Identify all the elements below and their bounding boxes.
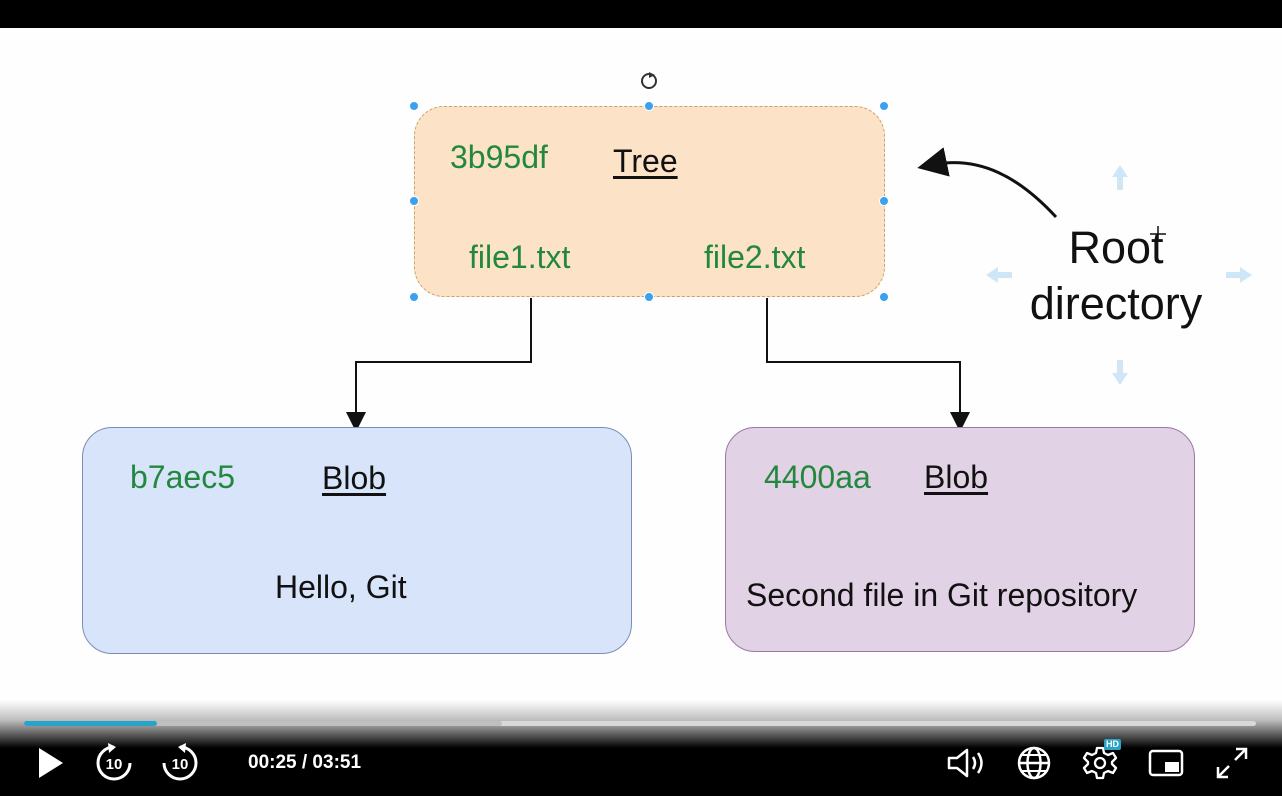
forward-10-label: 10: [172, 756, 189, 773]
tree-node[interactable]: [414, 106, 885, 297]
play-button[interactable]: [32, 744, 68, 782]
fullscreen-icon: [1216, 747, 1248, 779]
progress-bar[interactable]: [24, 721, 1256, 726]
time-display: 00:25 / 03:51: [248, 752, 362, 773]
rewind-10-label: 10: [106, 756, 123, 773]
selection-handle-left[interactable]: [409, 196, 419, 206]
play-icon: [39, 748, 63, 778]
selection-handle-bottom-right[interactable]: [879, 292, 889, 302]
blob2-hash: 4400aa: [764, 459, 871, 495]
connector-tree-to-blob2: [766, 298, 970, 432]
settings-gear-icon: [1082, 746, 1118, 780]
volume-button[interactable]: [944, 744, 990, 782]
progress-played: [24, 721, 158, 726]
tree-file1: file1.txt: [469, 239, 571, 275]
hd-badge: HD: [1104, 739, 1121, 750]
forward-10-icon: 10: [162, 743, 198, 781]
volume-icon: [947, 748, 983, 778]
selection-handle-top-left[interactable]: [409, 101, 419, 111]
rewind-10-icon: 10: [96, 743, 132, 781]
picture-in-picture-icon: [1148, 749, 1184, 777]
picture-in-picture-button[interactable]: [1146, 744, 1186, 782]
blob1-node[interactable]: [82, 427, 632, 654]
top-letterbox-bar: [0, 0, 1282, 28]
root-label-line2: directory: [1029, 278, 1203, 330]
selection-handle-top[interactable]: [644, 101, 654, 111]
player-controls-overlay: [0, 700, 1282, 796]
rotate-handle-icon: [641, 72, 657, 89]
selection-handle-bottom-left[interactable]: [409, 292, 419, 302]
blob2-kind-label: Blob: [924, 459, 989, 495]
settings-button[interactable]: [1080, 744, 1120, 782]
connector-tree-to-blob1: [346, 298, 532, 432]
selection-handle-top-right[interactable]: [879, 101, 889, 111]
blob2-content: Second file in Git repository: [746, 577, 1138, 613]
blob1-kind-label: Blob: [322, 460, 387, 496]
root-directory-label[interactable]: Root directory: [1016, 220, 1216, 333]
language-button[interactable]: [1014, 744, 1054, 782]
diagram-canvas: 3b95df Tree file1.txt file2.txt b7aec5 B…: [0, 28, 1282, 748]
selection-handle-right[interactable]: [879, 196, 889, 206]
fullscreen-button[interactable]: [1212, 744, 1252, 782]
progress-buffered: [24, 721, 503, 726]
tree-hash: 3b95df: [450, 139, 548, 175]
move-cursor-icon: [1150, 226, 1166, 242]
root-pointer-arrow: [917, 147, 1058, 219]
language-globe-icon: [1017, 746, 1051, 780]
root-label-line1: Root: [1068, 222, 1164, 273]
selection-handle-bottom[interactable]: [644, 292, 654, 302]
tree-file2: file2.txt: [704, 239, 806, 275]
move-guide-arrows: [986, 165, 1252, 385]
blob2-node[interactable]: [725, 427, 1195, 652]
rewind-10-button[interactable]: 10: [92, 741, 136, 785]
blob1-content: Hello, Git: [275, 569, 407, 605]
blob1-hash: b7aec5: [130, 459, 235, 495]
forward-10-button[interactable]: 10: [158, 741, 202, 785]
tree-kind-label: Tree: [613, 143, 678, 179]
